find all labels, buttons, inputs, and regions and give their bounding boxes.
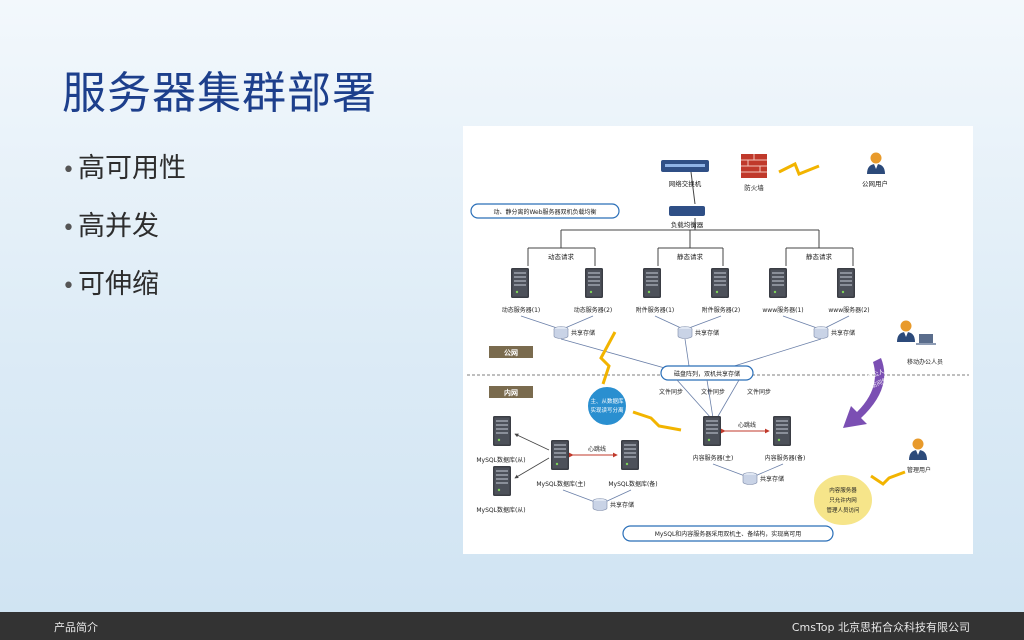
internal-net-label: 内网 xyxy=(504,388,518,397)
server-label: 内容服务器(主) xyxy=(693,454,734,462)
storage-icon xyxy=(677,326,693,339)
server-label: 附件服务器(2) xyxy=(702,306,741,314)
server-label: MySQL数据库(主) xyxy=(536,480,585,488)
bullet-item: •高可用性 xyxy=(62,150,186,208)
server-label: MySQL数据库(从) xyxy=(476,506,525,514)
server-icon xyxy=(773,416,791,446)
mobile-user-label: 移动办公人员 xyxy=(907,358,943,366)
admin-user-label: 管理用户 xyxy=(907,466,931,474)
lb-note-badge xyxy=(470,203,620,219)
storage-label: 共享存储 xyxy=(695,329,719,337)
storage-icon xyxy=(592,498,608,511)
lightning-icon xyxy=(632,410,682,432)
bullet-dot: • xyxy=(62,216,75,241)
bubble-text: 只允许内网 xyxy=(829,496,857,504)
bottom-note-label: MySQL和内容服务器采用双机主、备结构，实现高可用 xyxy=(655,530,802,538)
request-label: 动态请求 xyxy=(548,252,575,261)
network-switch-label: 网络交换机 xyxy=(669,179,702,188)
bullet-item: •高并发 xyxy=(62,208,186,266)
load-balancer-icon xyxy=(669,206,705,216)
bullet-list: •高可用性 •高并发 •可伸缩 xyxy=(62,150,186,324)
server-icon xyxy=(703,416,721,446)
storage-icon xyxy=(553,326,569,339)
lb-note-label: 动、静分离的Web服务器双机负载均衡 xyxy=(493,208,596,216)
firewall-label: 防火墙 xyxy=(744,183,764,192)
storage-label: 共享存储 xyxy=(760,475,784,483)
server-label: MySQL数据库(备) xyxy=(608,480,657,488)
lightning-icon xyxy=(778,161,820,176)
bubble-text: 主、从数据库 xyxy=(590,397,624,405)
server-icon xyxy=(585,268,603,298)
storage-label: 共享存储 xyxy=(610,501,634,509)
file-sync-label: 文件同步 xyxy=(747,388,771,396)
server-icon xyxy=(643,268,661,298)
internal-net-badge xyxy=(489,386,533,398)
server-icon xyxy=(511,268,529,298)
content-access-bubble xyxy=(812,473,874,527)
server-icon xyxy=(711,268,729,298)
bubble-text: 内容服务器 xyxy=(829,486,857,494)
server-label: MySQL数据库(从) xyxy=(476,456,525,464)
user-icon xyxy=(897,320,915,342)
server-label: 内容服务器(备) xyxy=(765,454,806,462)
storage-icon xyxy=(742,472,758,485)
file-sync-label: 文件同步 xyxy=(701,388,725,396)
storage-label: 共享存储 xyxy=(831,329,855,337)
storage-label: 共享存储 xyxy=(571,329,595,337)
link-line xyxy=(690,171,696,205)
disk-array-label: 磁盘阵列，双机共享存储 xyxy=(674,370,740,378)
public-net-label: 公网 xyxy=(504,349,518,357)
firewall-icon xyxy=(741,154,767,178)
bubble-text: 管理人员访问 xyxy=(826,506,859,514)
server-label: www服务器(1) xyxy=(762,306,803,314)
server-icon xyxy=(551,440,569,470)
server-icon xyxy=(493,416,511,446)
bottom-note-badge xyxy=(622,525,834,542)
request-label: 静态请求 xyxy=(806,252,833,261)
bullet-text: 高并发 xyxy=(78,211,159,242)
server-icon xyxy=(493,466,511,496)
cluster-deployment-diagram: 网络交换机 防火墙 公网用户 动、静分离的Web服务器双机负载均衡 负载均衡器 … xyxy=(463,126,973,554)
server-label: 动态服务器(1) xyxy=(502,306,541,314)
lightning-icon xyxy=(870,470,906,486)
footer-section-label: 产品简介 xyxy=(54,621,98,634)
storage-icon xyxy=(813,326,829,339)
public-net-badge xyxy=(489,346,533,358)
user-icon xyxy=(909,438,927,460)
request-label: 静态请求 xyxy=(677,252,704,261)
bubble-text: 实现读写分离 xyxy=(590,406,624,414)
file-sync-label: 文件同步 xyxy=(659,388,683,396)
bullet-text: 可伸缩 xyxy=(78,269,159,300)
load-balancer-label: 负载均衡器 xyxy=(671,220,704,229)
bullet-item: •可伸缩 xyxy=(62,266,186,324)
server-label: 动态服务器(2) xyxy=(574,306,613,314)
footer-company-label: CmsTop 北京思拓合众科技有限公司 xyxy=(791,621,970,634)
server-icon xyxy=(769,268,787,298)
vpn-arrow xyxy=(843,358,885,428)
server-icon xyxy=(621,440,639,470)
server-label: 附件服务器(1) xyxy=(636,306,675,314)
laptop-icon xyxy=(916,334,936,345)
slide-title: 服务器集群部署 xyxy=(62,68,377,119)
bullet-text: 高可用性 xyxy=(78,153,186,184)
read-write-split-bubble xyxy=(586,385,628,427)
bullet-dot: • xyxy=(62,158,75,183)
heartbeat-label: 心跳线 xyxy=(738,421,756,429)
footer-bar: 产品简介 CmsTop 北京思拓合众科技有限公司 xyxy=(0,612,1024,640)
bullet-dot: • xyxy=(62,274,75,299)
server-icon xyxy=(837,268,855,298)
diagram-svg: 网络交换机 防火墙 公网用户 动、静分离的Web服务器双机负载均衡 负载均衡器 … xyxy=(467,152,969,542)
lightning-icon xyxy=(599,331,617,385)
heartbeat-label: 心跳线 xyxy=(588,445,606,453)
user-icon xyxy=(867,152,885,174)
public-user-label: 公网用户 xyxy=(862,179,888,188)
server-label: www服务器(2) xyxy=(828,306,869,314)
